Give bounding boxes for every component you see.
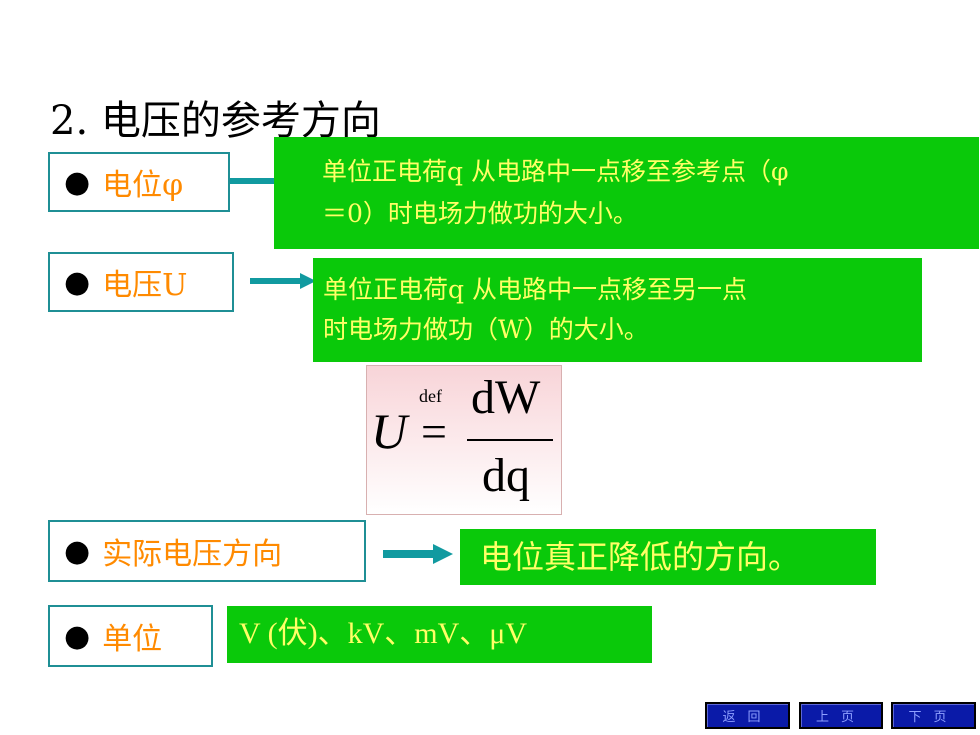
formula-numerator: dW [471,371,541,424]
fraction-bar [467,439,553,441]
unit-description: V (伏)、kV、mV、μV [239,617,528,650]
actual-direction-description-box: 电位真正降低的方向。 [460,529,876,585]
formula-def-label: def [419,386,442,406]
potential-label: 电位φ [102,168,184,203]
actual-direction-description: 电位真正降低的方向。 [480,538,801,576]
unit-label-box: ● 单位 [48,605,213,667]
voltage-definition-line1: 单位正电荷q 从电路中一点移至另一点 [323,275,747,304]
potential-definition-line2: ＝0）时电场力做功的大小。 [322,199,638,228]
formula-equals: = [421,406,447,457]
back-button[interactable]: 返回 [705,702,790,729]
next-page-button[interactable]: 下页 [891,702,976,729]
bullet-dot: ● [64,164,91,200]
right-arrow-icon [383,544,453,564]
actual-direction-label-box: ● 实际电压方向 [48,520,366,582]
voltage-formula: U = def dW dq [366,365,562,515]
actual-direction-label: 实际电压方向 [102,537,283,572]
page-title: 2. 电压的参考方向 [50,98,381,144]
potential-connector-line [230,178,275,184]
voltage-label: 电压U [102,268,188,303]
voltage-definition-box: 单位正电荷q 从电路中一点移至另一点 时电场力做功（W）的大小。 [313,258,922,362]
bullet-dot: ● [64,618,91,654]
voltage-definition-line2: 时电场力做功（W）的大小。 [323,315,649,344]
bullet-dot: ● [64,533,91,569]
previous-page-button[interactable]: 上页 [799,702,883,729]
potential-label-box: ● 电位φ [48,152,230,212]
potential-definition-box: 单位正电荷q 从电路中一点移至参考点（φ ＝0）时电场力做功的大小。 [274,137,979,249]
actual-direction-arrow [383,544,453,564]
right-arrow-icon [250,273,316,289]
unit-description-box: V (伏)、kV、mV、μV [227,606,652,663]
formula-lhs: U [371,403,408,459]
potential-definition-line1: 单位正电荷q 从电路中一点移至参考点（φ [322,157,789,186]
voltage-label-box: ● 电压U [48,252,234,312]
formula-denominator: dq [482,449,530,502]
unit-label: 单位 [102,622,163,657]
bullet-dot: ● [64,264,91,300]
voltage-arrow [250,272,316,290]
